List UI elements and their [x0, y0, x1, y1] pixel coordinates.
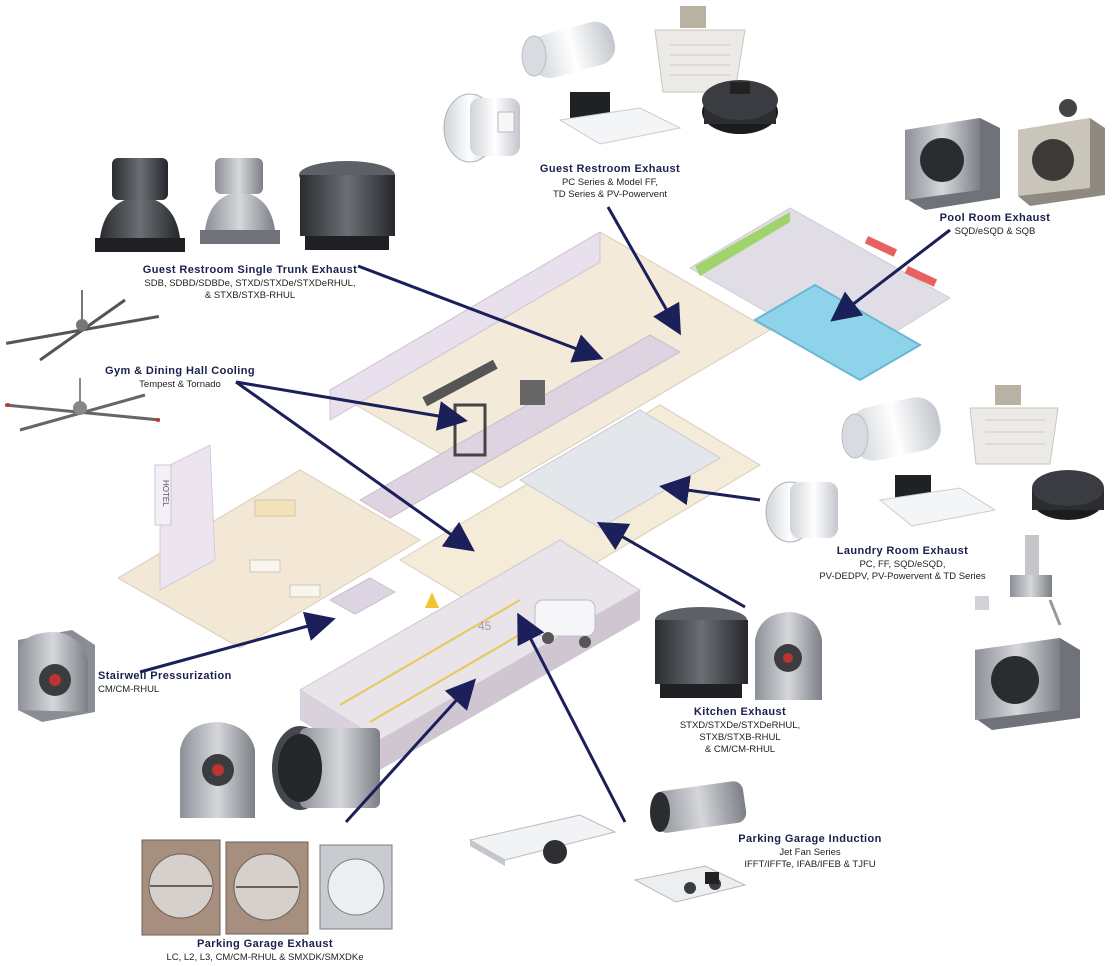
arrow-laundry-room [659, 475, 761, 506]
mixed-flow-fan-icon [443, 93, 520, 163]
tubeaxial-fan-icon [272, 726, 380, 810]
arrow-kitchen [596, 522, 746, 609]
arrows [139, 206, 951, 824]
centrifugal-blower-icon [180, 722, 255, 818]
label-single-trunk: Guest Restroom Single Trunk Exhaust SDB,… [105, 264, 395, 302]
induction-jet-fan-icon [633, 865, 747, 903]
wall-exhaust-fan-icon [319, 844, 393, 930]
label-title: Laundry Room Exhaust [836, 545, 969, 557]
tubeaxial-fan-icon [650, 781, 747, 833]
label-title: Guest Restroom Single Trunk Exhaust [142, 264, 358, 276]
inline-duct-fan-icon [841, 397, 941, 461]
roof-exhaust-fan-icon [200, 158, 280, 244]
arrow-dining-cooling [235, 380, 475, 552]
centrifugal-blower-icon [755, 612, 822, 700]
arrow-stairwell [139, 611, 336, 674]
ceiling-exhaust-fan-icon [654, 6, 746, 93]
label-line: Jet Fan Series [779, 846, 841, 858]
bath-fan-icon [558, 92, 682, 145]
label-title: Parking Garage Induction [738, 833, 882, 845]
label-line: PV-DEDPV, PV-Powervent & TD Series [819, 570, 986, 582]
square-inline-fan-icon [1018, 99, 1105, 206]
arrow-gym-cooling [235, 380, 468, 431]
label-parking-induction: Parking Garage Induction Jet Fan Series … [710, 833, 910, 871]
square-inline-fan-icon [975, 638, 1080, 730]
wet-floor-sign-icon [425, 592, 439, 608]
car-icon [534, 599, 596, 648]
arrow-single-trunk [357, 264, 604, 363]
label-parking-exhaust: Parking Garage Exhaust LC, L2, L3, CM/CM… [130, 938, 400, 964]
arrow-parking-exhaust [344, 678, 477, 824]
label-title: Stairwell Pressurization [98, 670, 232, 682]
label-line: SDB, SDBD/SDBDe, STXD/STXDe/STXDeRHUL, [144, 277, 356, 289]
label-stairwell: Stairwell Pressurization CM/CM-RHUL [98, 670, 268, 696]
garage-number: 45 [478, 619, 492, 633]
label-line: Tempest & Tornado [139, 378, 221, 390]
arrow-guest-restroom-exhaust [606, 206, 681, 336]
label-kitchen: Kitchen Exhaust STXD/STXDe/STXDeRHUL, ST… [645, 706, 835, 755]
label-title: Gym & Dining Hall Cooling [105, 365, 255, 377]
label-line: STXD/STXDe/STXDeRHUL, [679, 719, 801, 731]
roof-exhaust-fan-icon [95, 158, 185, 252]
label-line: PC Series & Model FF, [561, 176, 659, 188]
arrow-pool-room [830, 228, 951, 322]
label-title: Parking Garage Exhaust [197, 938, 333, 950]
hvls-fan-icon [4, 378, 161, 432]
label-gym-cooling: Gym & Dining Hall Cooling Tempest & Torn… [95, 365, 265, 391]
hvls-fan-icon [5, 290, 160, 362]
label-line: TD Series & PV-Powervent [552, 188, 668, 200]
label-line: PC, FF, SQD/eSQD, [859, 558, 946, 570]
label-title: Guest Restroom Exhaust [539, 163, 681, 175]
centrifugal-blower-icon [18, 630, 95, 722]
mixed-flow-fan-icon [765, 481, 838, 543]
damper-actuator-icon [975, 535, 1062, 626]
ceiling-exhaust-fan-icon [969, 385, 1059, 465]
label-line: STXB/STXB-RHUL [699, 731, 781, 743]
roof-exhaust-fan-icon [299, 161, 395, 250]
label-line: CM/CM-RHUL [98, 683, 160, 695]
label-line: SQD/eSQD & SQB [954, 225, 1036, 237]
round-inline-fan-icon [702, 80, 778, 134]
induction-jet-fan-icon [468, 814, 617, 866]
arrow-parking-induction [517, 612, 627, 823]
square-inline-fan-icon [905, 118, 1000, 210]
label-laundry-room: Laundry Room Exhaust PC, FF, SQD/eSQD, P… [795, 545, 1010, 583]
wall-exhaust-fan-icon [225, 841, 309, 935]
label-line: & CM/CM-RHUL [704, 743, 776, 755]
label-guest-restroom-exhaust: Guest Restroom Exhaust PC Series & Model… [520, 163, 700, 201]
inline-duct-fan-icon [521, 21, 616, 79]
hotel-sign: HOTEL [161, 480, 170, 507]
label-title: Kitchen Exhaust [693, 706, 787, 718]
round-inline-fan-icon [1032, 470, 1104, 520]
bath-fan-icon [878, 475, 997, 527]
label-pool-room: Pool Room Exhaust SQD/eSQD & SQB [925, 212, 1065, 238]
wall-exhaust-fan-icon [141, 839, 221, 936]
roof-exhaust-fan-icon [655, 607, 748, 698]
label-line: LC, L2, L3, CM/CM-RHUL & SMXDK/SMXDKe [166, 951, 364, 963]
label-line: IFFT/IFFTe, IFAB/IFEB & TJFU [744, 858, 876, 870]
label-title: Pool Room Exhaust [939, 212, 1051, 224]
label-line: & STXB/STXB-RHUL [204, 289, 296, 301]
